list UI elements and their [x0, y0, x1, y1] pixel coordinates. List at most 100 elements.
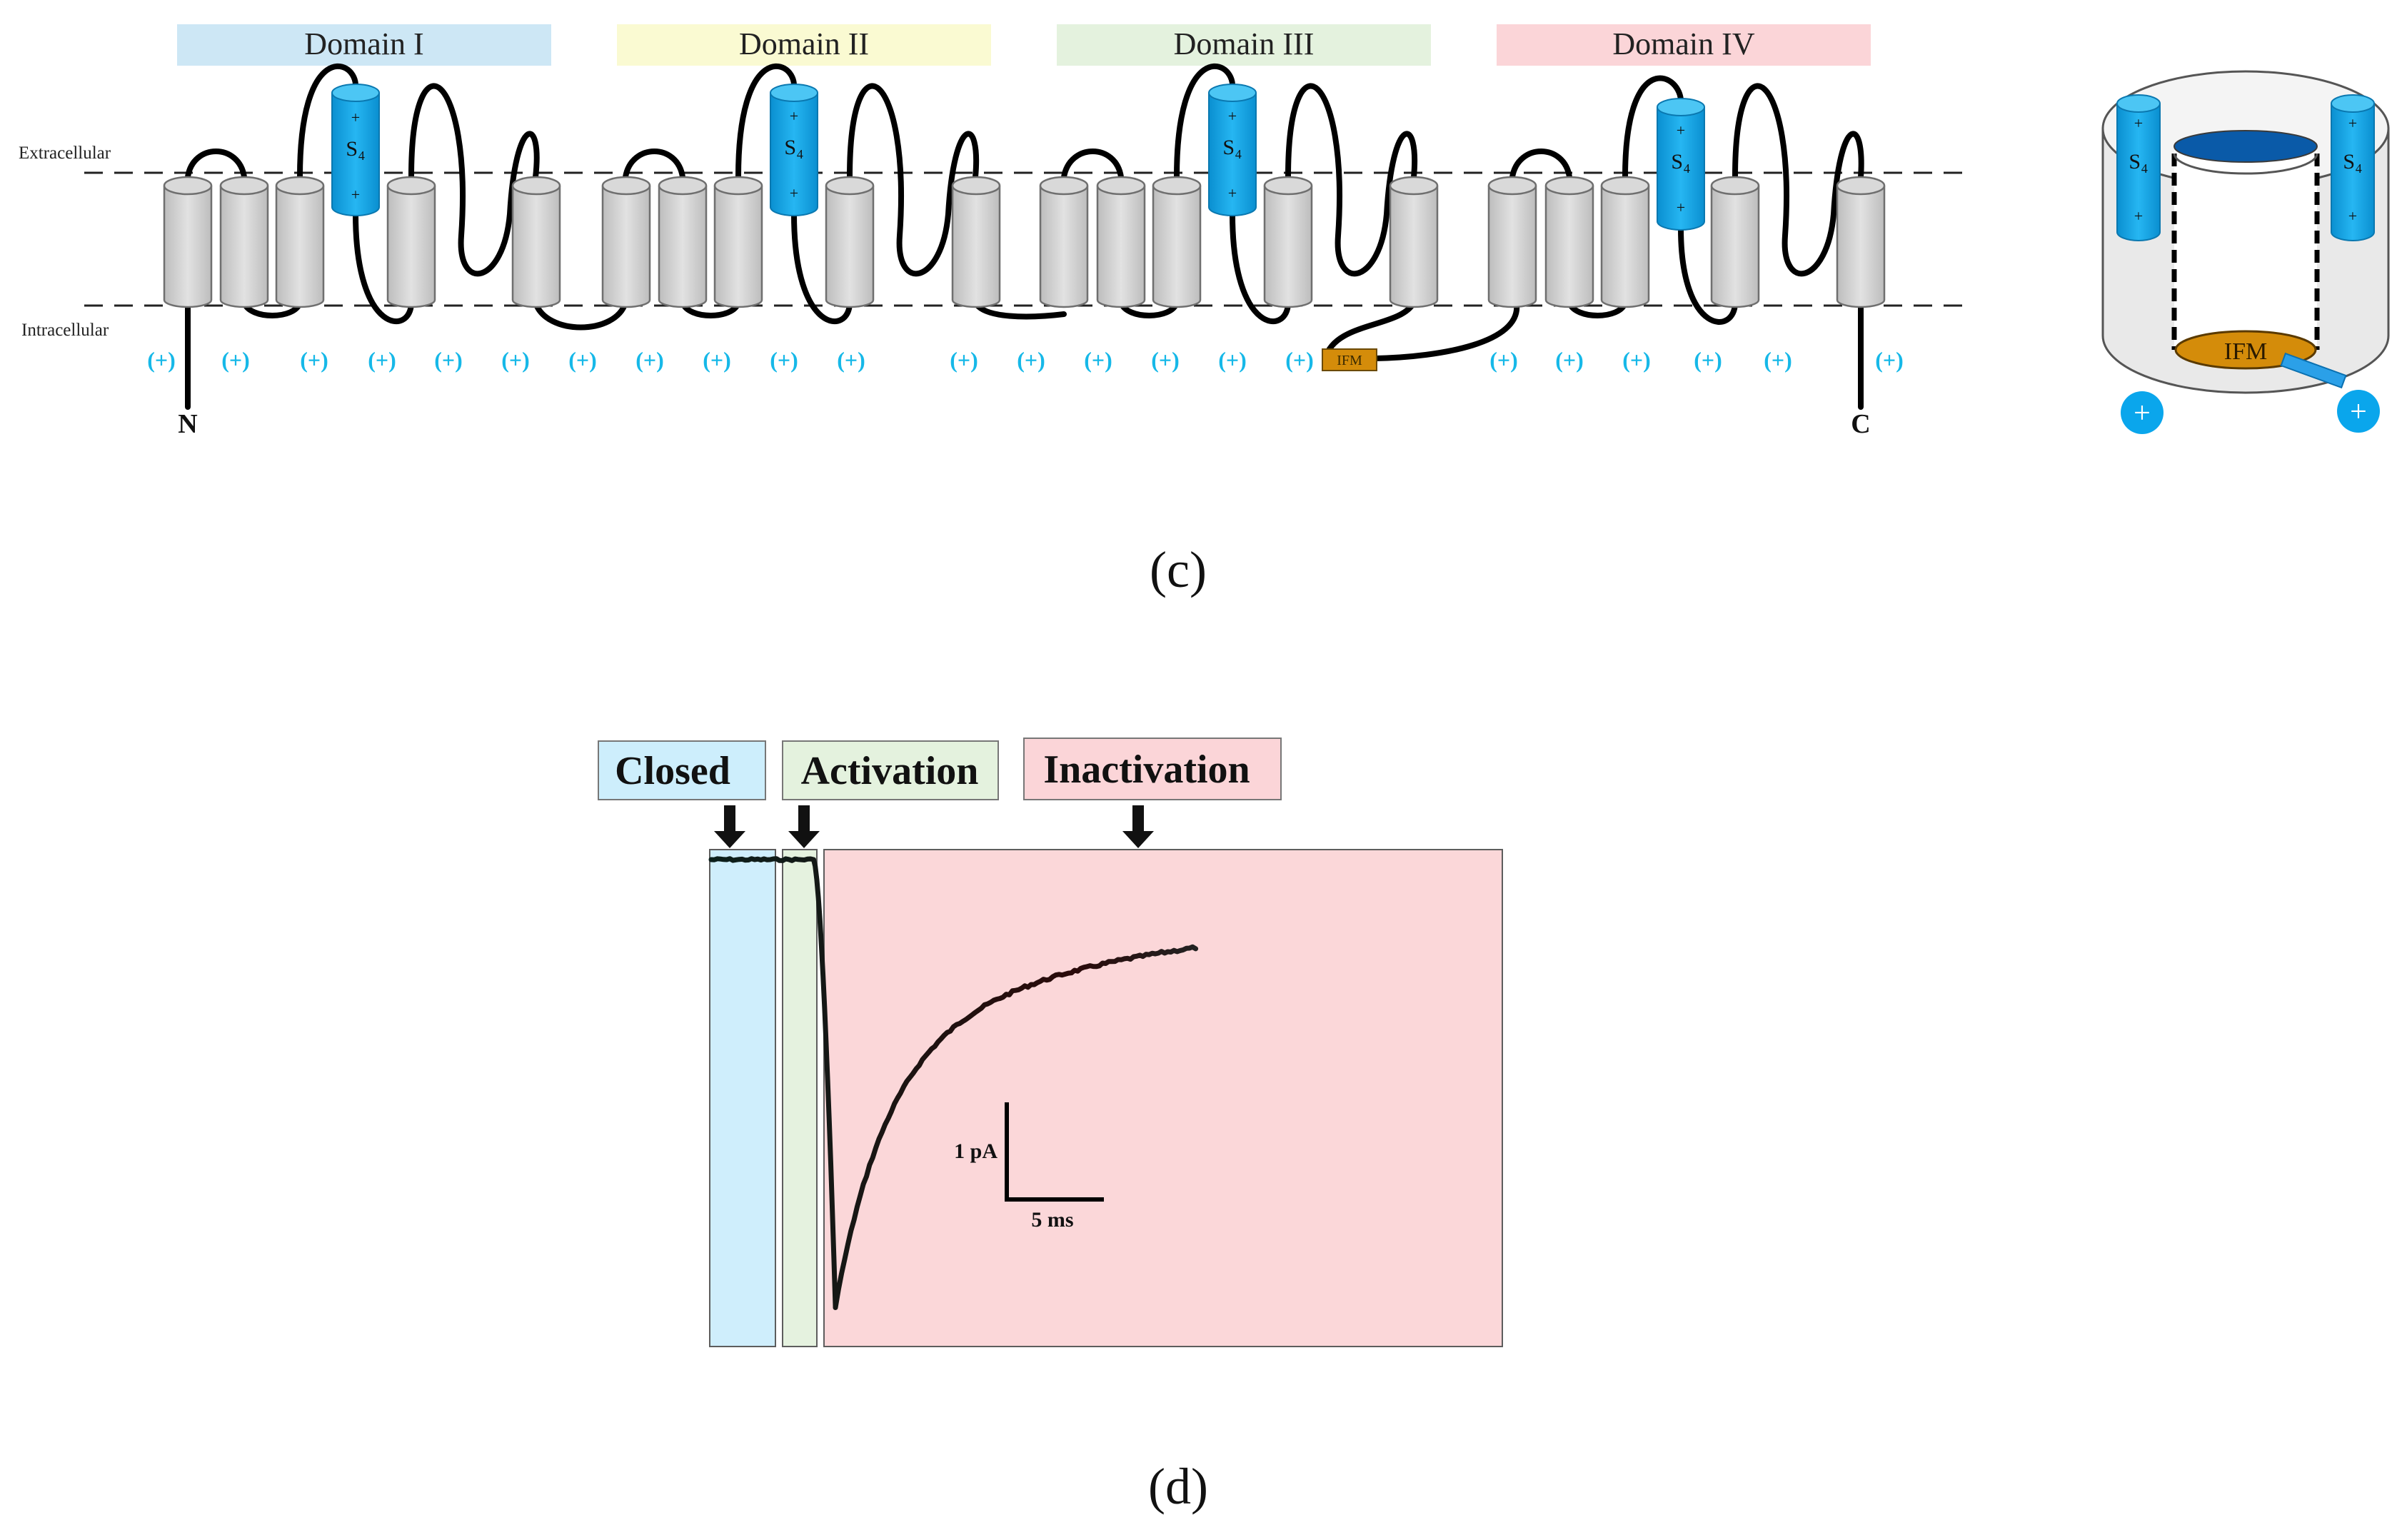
positive-charge-marker: (+)	[703, 347, 731, 373]
state-activation: Activation	[782, 740, 999, 800]
domain-header-1: Domain I	[177, 24, 551, 66]
domain-headers: Domain I Domain II Domain III Domain IV	[177, 24, 1871, 66]
helix-cap	[1152, 176, 1202, 196]
domain-2-helices	[601, 176, 1001, 308]
helix-cap	[1389, 176, 1439, 196]
positive-charge-marker: (+)	[221, 347, 250, 373]
positive-charge-marker: (+)	[1555, 347, 1584, 373]
helix-cap	[601, 176, 651, 196]
panel-c-label: (c)	[1150, 541, 1207, 598]
charge-plus: +	[2134, 397, 2151, 430]
helix-s2	[1096, 186, 1146, 308]
s4-plus-sign: +	[351, 109, 360, 126]
scale-bar-time-label: 5 ms	[1031, 1208, 1073, 1232]
domain-header-box	[177, 24, 551, 66]
helix-cap	[1487, 176, 1537, 196]
helix-cap	[1710, 176, 1760, 196]
helix-cap	[163, 176, 213, 196]
s4-plus-sign: +	[1677, 121, 1685, 139]
positive-charge-marker: (+)	[1489, 347, 1518, 373]
state-arrows	[714, 805, 1154, 848]
domain-1-helices	[163, 176, 561, 308]
helix-cap	[713, 176, 763, 196]
inactivation-state-region	[823, 849, 1503, 1347]
positive-charge-marker: (+)	[568, 347, 597, 373]
pore-s4-left	[2116, 104, 2161, 241]
positive-charge-marker: (+)	[1084, 347, 1112, 373]
helix-s2	[658, 186, 708, 308]
helix-cap	[1836, 176, 1886, 196]
helix-cap	[1039, 176, 1089, 196]
positive-charge-marker: (+)	[635, 347, 664, 373]
scale-bar-lines	[1005, 1102, 1104, 1202]
s4-plus-sign: +	[1677, 198, 1685, 216]
transmembrane-helices	[163, 176, 1886, 308]
domain-header-3: Domain III	[1057, 24, 1431, 66]
s4-label: S₄	[1671, 150, 1690, 173]
domain-header-label: Domain I	[304, 26, 423, 61]
domain-header-4: Domain IV	[1497, 24, 1871, 66]
state-label-box	[782, 740, 999, 800]
pore-opening	[2174, 130, 2318, 163]
scale-bar: 1 pA 5 ms	[954, 1102, 1104, 1232]
channel-pore-schematic: IFM + S₄ + + S₄ + + +	[2101, 70, 2390, 434]
domain-header-box	[1057, 24, 1431, 66]
positive-charge-marker: (+)	[770, 347, 798, 373]
helix-s6	[951, 186, 1001, 308]
charge-plus: +	[2350, 396, 2367, 428]
s4-label: S₄	[784, 136, 803, 159]
s4-helix-domain-2: + S₄ +	[770, 84, 818, 216]
state-label: Inactivation	[1043, 748, 1250, 792]
state-label: Closed	[615, 749, 730, 793]
helix-s2	[1544, 186, 1594, 308]
s4-plus-sign: +	[790, 107, 798, 125]
s4-helix-domain-3: + S₄ +	[1208, 84, 1257, 216]
domain-header-box	[1497, 24, 1871, 66]
current-trace	[708, 856, 1199, 1310]
helix-cap	[1544, 176, 1594, 196]
s4-label: S₄	[2129, 150, 2148, 173]
s4-plus-sign: +	[351, 186, 360, 203]
domain-header-label: Domain II	[739, 26, 869, 61]
s4-label: S₄	[2343, 150, 2362, 173]
s4-plus-sign: +	[2348, 207, 2357, 225]
positive-charge-marker: (+)	[1875, 347, 1904, 373]
state-closed: Closed	[598, 740, 766, 800]
helix-s1	[1039, 186, 1089, 308]
s4-plus-sign: +	[2134, 207, 2143, 225]
helix-s6	[1836, 186, 1886, 308]
helix-cap	[275, 176, 325, 196]
helix-s3	[1600, 186, 1650, 308]
state-inactivation: Inactivation	[1023, 738, 1282, 800]
s4-helix-domain-1: + S₄ +	[331, 84, 380, 216]
helix-cap	[219, 176, 269, 196]
domain-header-box	[617, 24, 991, 66]
pore-ifm-label: IFM	[2224, 338, 2267, 365]
s4-plus-sign: +	[1228, 107, 1237, 125]
helix-cap	[658, 176, 708, 196]
domain-4-helices	[1487, 176, 1886, 308]
s4-plus-sign: +	[2348, 114, 2357, 132]
helix-s3	[1152, 186, 1202, 308]
charge-circle	[2121, 391, 2164, 434]
positive-charge-marker: (+)	[1218, 347, 1247, 373]
ifm-label: IFM	[1337, 353, 1362, 368]
extracellular-label: Extracellular	[19, 144, 111, 163]
domain-header-2: Domain II	[617, 24, 991, 66]
s4-plus-sign: +	[790, 184, 798, 202]
domain-3-helices	[1039, 176, 1439, 308]
domain-header-label: Domain III	[1174, 26, 1315, 61]
s4-label: S₄	[346, 137, 365, 161]
helix-s5	[386, 186, 436, 308]
positive-charge-marker: (+)	[1622, 347, 1651, 373]
helix-s1	[601, 186, 651, 308]
helix-s5	[1710, 186, 1760, 308]
positive-charge-marker: (+)	[1017, 347, 1045, 373]
helix-s5	[825, 186, 875, 308]
panel-c: Domain I Domain II Domain III Domain IV …	[19, 24, 2390, 598]
positive-charge-marker: (+)	[950, 347, 978, 373]
inactivation-lid	[2280, 352, 2347, 389]
s4-helix-domain-4: + S₄ +	[1657, 98, 1705, 231]
s4-plus-sign: +	[1228, 184, 1237, 202]
